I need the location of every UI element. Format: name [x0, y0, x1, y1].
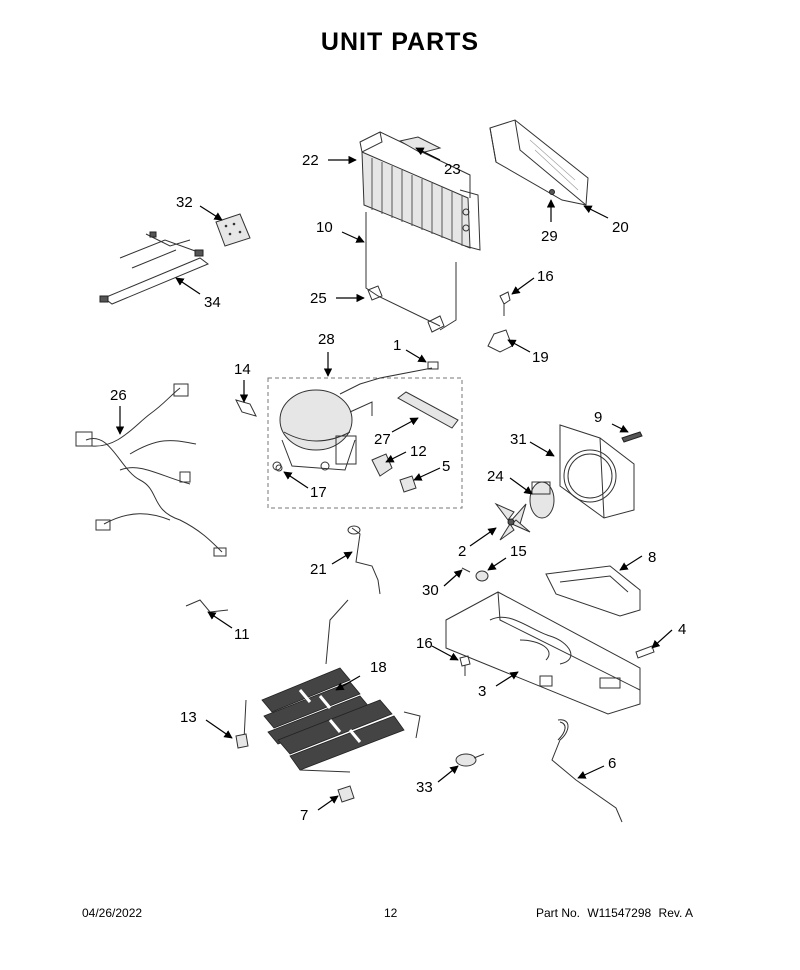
clip-part[interactable] [461, 567, 471, 573]
callout-8: 8 [648, 549, 656, 566]
callout-33: 33 [416, 779, 433, 796]
pad-part[interactable] [398, 136, 442, 154]
drain-tube-part[interactable] [347, 525, 381, 595]
screw-part[interactable] [549, 189, 555, 195]
callout-6: 6 [608, 755, 616, 772]
strap-part[interactable] [235, 399, 257, 417]
footer-revision: Rev. A [658, 906, 693, 920]
callout-2: 2 [458, 543, 466, 560]
callout-21: 21 [310, 561, 327, 578]
grommet-part[interactable] [337, 785, 355, 803]
callout-10: 10 [316, 219, 333, 236]
evaporator-coil-part[interactable] [243, 599, 421, 773]
callout-18: 18 [370, 659, 387, 676]
footer-part-number: Part No. W11547298 Rev. A [536, 906, 697, 920]
callout-19: 19 [532, 349, 549, 366]
bracket-part[interactable] [487, 329, 513, 353]
leader-lines [115, 147, 673, 811]
callout-26: 26 [110, 387, 127, 404]
wire-harness-part[interactable] [99, 231, 209, 305]
page-title: UNIT PARTS [320, 28, 480, 56]
grommet-part[interactable] [275, 464, 283, 472]
callout-9: 9 [594, 409, 602, 426]
thermostat-part[interactable] [455, 753, 485, 767]
callout-12: 12 [410, 443, 427, 460]
condenser-part[interactable] [359, 131, 481, 251]
callout-15: 15 [510, 543, 527, 560]
screw-part[interactable] [635, 645, 655, 659]
tube-part[interactable] [551, 719, 623, 823]
grommet-part[interactable] [475, 570, 489, 582]
callout-34: 34 [204, 294, 221, 311]
callout-22: 22 [302, 152, 319, 169]
fitting-part[interactable] [427, 361, 439, 370]
footer-date: 04/26/2022 [82, 906, 143, 920]
screw-part[interactable] [621, 431, 643, 443]
callout-17: 17 [310, 484, 327, 501]
callout-13: 13 [180, 709, 197, 726]
cover-part[interactable] [489, 119, 589, 206]
callout-3: 3 [478, 683, 486, 700]
tube-part[interactable] [185, 599, 229, 613]
footer-part-no-value: W11547298 [587, 906, 652, 920]
base-pan-part[interactable] [445, 591, 641, 715]
overload-part[interactable] [399, 475, 417, 493]
fan-shroud-part[interactable] [559, 424, 635, 519]
callout-14: 14 [234, 361, 251, 378]
callout-25: 25 [310, 290, 327, 307]
callout-28: 28 [318, 331, 335, 348]
relay-part[interactable] [371, 453, 393, 477]
callout-29: 29 [541, 228, 558, 245]
compressor-assembly-outline [267, 377, 463, 509]
clip-part[interactable] [235, 733, 249, 749]
callout-4: 4 [678, 621, 686, 638]
callout-7: 7 [300, 807, 308, 824]
fan-blade-part[interactable] [494, 502, 531, 541]
callout-20: 20 [612, 219, 629, 236]
callout-5: 5 [442, 458, 450, 475]
callout-23: 23 [444, 161, 461, 178]
callout-31: 31 [510, 431, 527, 448]
control-board-part[interactable] [215, 213, 251, 247]
callout-32: 32 [176, 194, 193, 211]
callout-1: 1 [393, 337, 401, 354]
fan-bracket-part[interactable] [545, 565, 641, 617]
callout-11: 11 [234, 626, 250, 643]
callout-16: 16 [537, 268, 554, 285]
callout-27: 27 [374, 431, 391, 448]
compressor-part[interactable] [272, 367, 433, 471]
screw-part[interactable] [459, 655, 471, 676]
main-harness-part[interactable] [75, 383, 227, 557]
callout-16: 16 [416, 635, 433, 652]
screw-part[interactable] [499, 291, 511, 316]
callout-24: 24 [487, 468, 504, 485]
footer-page-number: 12 [384, 906, 398, 920]
fan-motor-part[interactable] [529, 481, 555, 519]
callout-30: 30 [422, 582, 439, 599]
footer-part-no-label: Part No. [536, 906, 581, 920]
drain-tube-part[interactable] [365, 212, 457, 333]
filter-drier-part[interactable] [397, 391, 459, 429]
